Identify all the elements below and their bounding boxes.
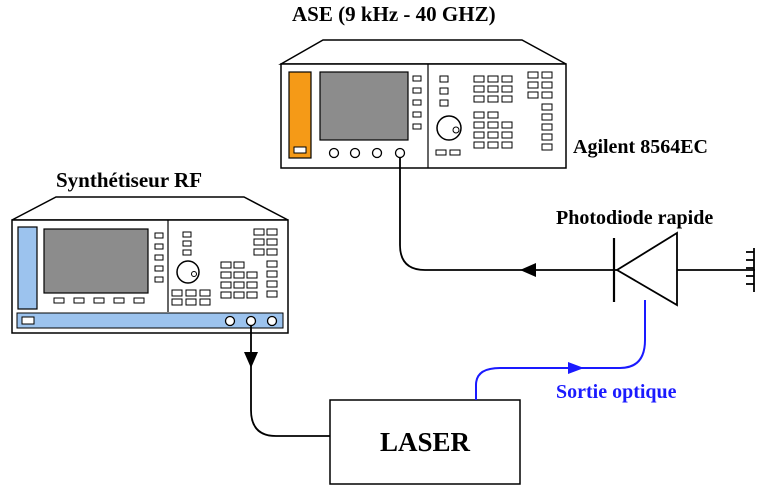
ase-knob-dot [452,126,460,134]
rf-synthesizer [11,196,289,334]
photodiode-symbol [612,231,755,307]
synth-rf-output [245,315,257,327]
ase-title: ASE (9 kHz - 40 GHZ) [292,2,496,26]
photodiode-triangle [615,231,678,307]
ase-screen [319,71,409,141]
ase-model-label: Agilent 8564EC [573,136,708,158]
laser-label: LASER [379,426,471,457]
spectrum-analyzer [278,39,567,169]
synth-softkeys [53,232,164,304]
arrow-left-icon [520,263,536,277]
ase-connectors [328,147,406,159]
ase-rf-input [394,147,406,159]
arrow-down-icon [244,352,258,368]
ground-icon [746,248,755,292]
laser-box [329,399,521,485]
photodiode-label: Photodiode rapide [556,207,714,229]
ase-side-panel [288,71,312,159]
synth-keypad [171,228,278,306]
synth-title: Synthétiseur RF [56,168,203,192]
synth-top-lid [11,196,289,221]
synth-bottom-strip [16,312,284,329]
ase-top-lid [278,39,567,65]
optical-fiber [475,300,646,400]
ase-knob-icon [436,115,462,141]
rf-cable-photodiode-to-ase [399,157,612,271]
optical-output-label: Sortie optique [556,381,677,403]
rf-cable-synth-to-laser [250,326,330,437]
ase-side-button [293,146,307,154]
synth-connectors [224,315,278,327]
synth-screen [43,228,149,294]
ase-softkeys [412,75,422,130]
synth-knob-dot [191,271,197,277]
synth-power-button [21,316,35,325]
optical-arrow-icon [568,362,584,374]
synth-knob-icon [176,260,200,284]
ase-keypad [435,71,553,156]
synth-side-panel [17,226,38,310]
